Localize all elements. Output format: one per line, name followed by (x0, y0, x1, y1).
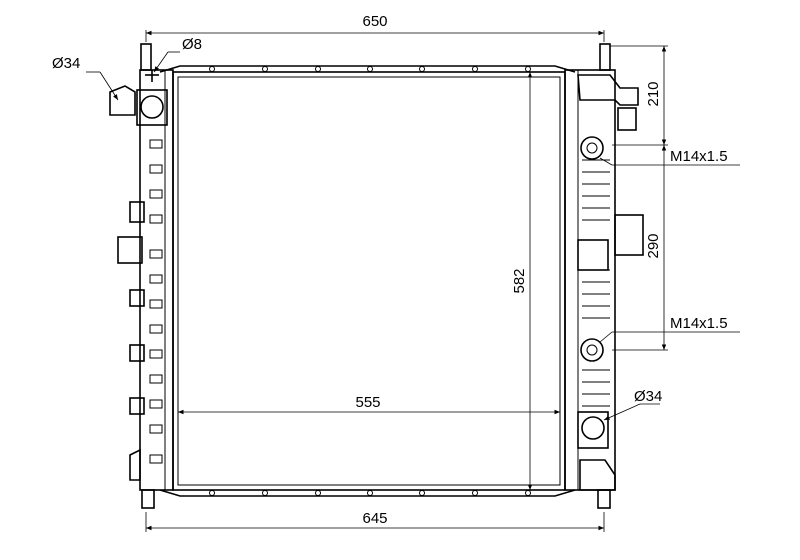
dim-bottom-width (145, 512, 605, 532)
label-210: 210 (645, 81, 662, 106)
label-582: 582 (511, 268, 528, 293)
label-645: 645 (362, 510, 387, 527)
leader-outlet (603, 403, 660, 421)
leader-bleed (153, 51, 180, 73)
label-inlet-diameter: Ø34 (52, 55, 80, 72)
top-rail (159, 65, 576, 73)
label-555: 555 (355, 394, 380, 411)
bottom-rail (159, 489, 576, 497)
leader-thread-upper (599, 157, 740, 166)
radiator-core (172, 71, 566, 491)
label-bleed-diameter: Ø8 (182, 36, 202, 53)
label-outlet-diameter: Ø34 (634, 388, 662, 405)
leader-thread-lower (599, 331, 740, 343)
left-tank (109, 43, 174, 509)
label-650: 650 (362, 13, 387, 30)
label-290: 290 (645, 233, 662, 258)
leader-inlet (86, 71, 119, 101)
label-m14-upper: M14x1.5 (670, 148, 728, 165)
dim-right-vertical (610, 45, 668, 351)
right-tank (564, 43, 644, 509)
label-m14-lower: M14x1.5 (670, 315, 728, 332)
dim-overall-width (145, 30, 605, 42)
